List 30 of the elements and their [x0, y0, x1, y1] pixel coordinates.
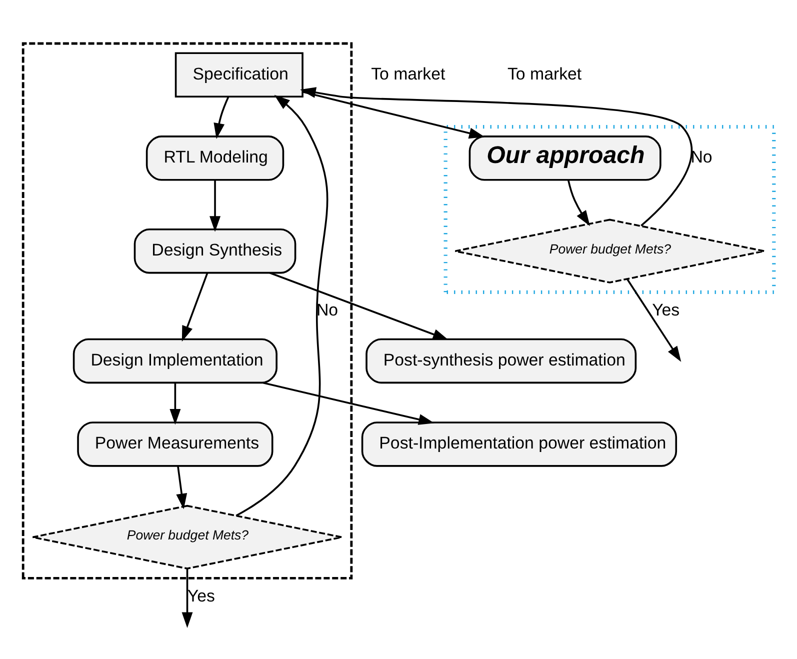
- arrow: [214, 96, 230, 138]
- node-box: Design Implementation: [72, 338, 278, 384]
- arrow: [182, 272, 208, 342]
- arrow: [210, 179, 221, 232]
- arrow: [300, 86, 693, 226]
- cluster: [444, 124, 776, 294]
- arrow: [262, 381, 434, 424]
- node-box: Specification: [174, 52, 304, 97]
- node-box: Post-synthesis power estimation: [366, 338, 637, 384]
- node-diamond: Power budget Mets?: [32, 504, 343, 569]
- label: To market: [371, 64, 446, 83]
- node-box: Design Synthesis: [134, 228, 296, 274]
- arrow: [626, 278, 682, 362]
- arrow: [270, 272, 449, 340]
- node-box: Our approach: [468, 135, 662, 180]
- arrow: [182, 568, 193, 628]
- node-box: RTL Modeling: [146, 135, 284, 180]
- arrow: [302, 90, 485, 138]
- edge-label: Yes: [652, 300, 680, 319]
- label: To market: [508, 64, 582, 83]
- node-box: Post-Implementation power estimation: [361, 421, 678, 466]
- arrow: [567, 179, 590, 226]
- cluster: [22, 42, 353, 579]
- edge-label: Yes: [187, 586, 215, 605]
- arrow: [236, 94, 328, 516]
- arrow: [170, 382, 181, 424]
- arrow: [176, 465, 188, 509]
- node-diamond: Power budget Mets?: [454, 218, 766, 283]
- node-box: Power Measurements: [77, 421, 274, 466]
- edge-label: No: [690, 147, 712, 166]
